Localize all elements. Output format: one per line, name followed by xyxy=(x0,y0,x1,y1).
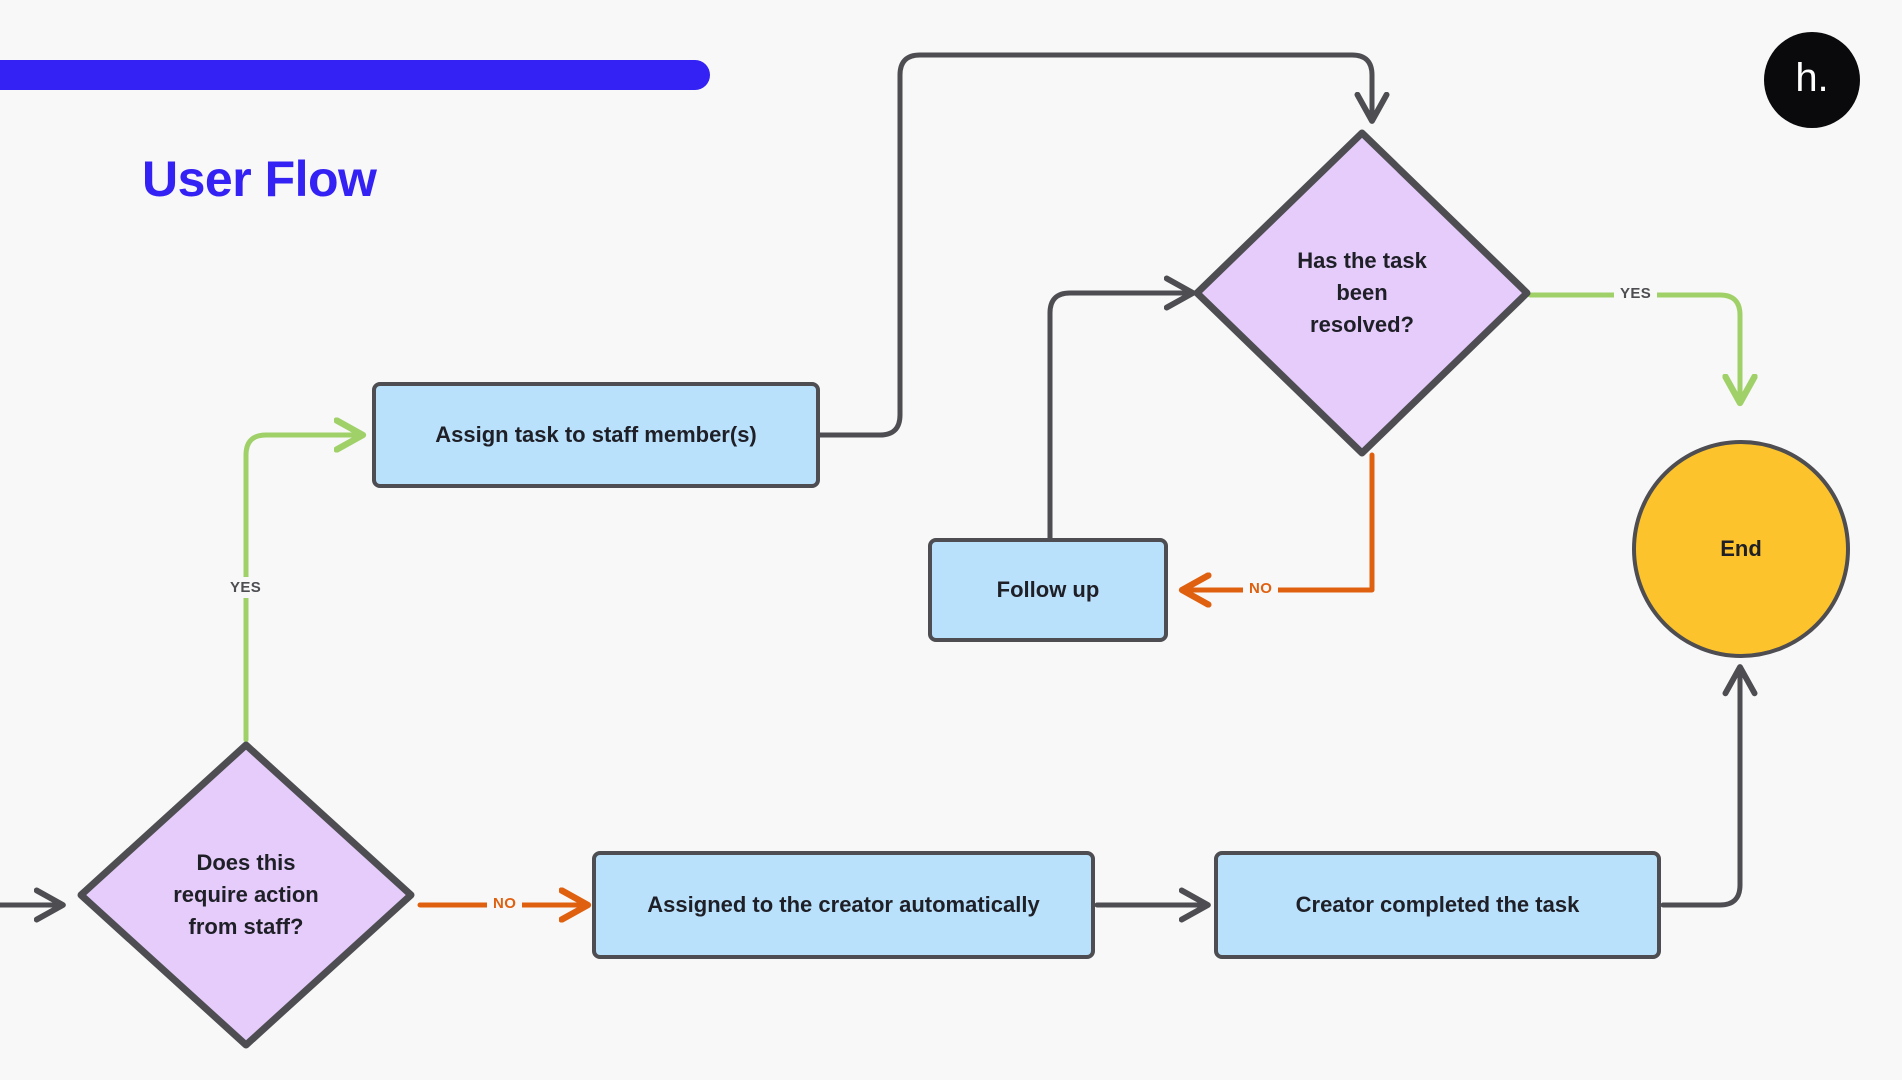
accent-bar xyxy=(0,60,710,90)
decision-node-requires-staff-action[interactable]: Does this require action from staff? xyxy=(76,740,416,1050)
edge-label-yes-staff: YES xyxy=(224,577,268,598)
edge-label-no-resolved: NO xyxy=(1243,578,1279,599)
process-label-follow-up: Follow up xyxy=(996,577,1100,602)
edge-decision-resolved-no xyxy=(1185,452,1375,590)
decision-line-3: resolved? xyxy=(1310,311,1414,337)
decision-line-2: require action xyxy=(173,882,319,908)
decision-line-1: Has the task xyxy=(1297,248,1427,274)
edge-decision-resolved-yes xyxy=(1527,292,1740,400)
process-node-assign-task[interactable]: Assign task to staff member(s) xyxy=(372,382,820,488)
process-label-assigned-to-creator: Assigned to the creator automatically xyxy=(647,892,1040,917)
edge-follow-up-to-decision-resolved xyxy=(1047,275,1196,543)
diamond-shape xyxy=(77,741,415,1049)
terminal-node-end[interactable]: End xyxy=(1632,440,1850,658)
edge-label-no-staff: NO xyxy=(487,893,523,914)
edge-assign-to-decision-resolved xyxy=(817,52,1390,438)
edge-creator-completed-to-end xyxy=(1660,664,1758,908)
decision-line-2: been xyxy=(1336,280,1388,306)
logo-text: h. xyxy=(1795,56,1829,100)
decision-line-1: Does this xyxy=(196,850,296,876)
edge-label-yes-resolved: YES xyxy=(1614,283,1658,304)
brand-logo: h. xyxy=(1764,32,1860,128)
process-node-creator-completed[interactable]: Creator completed the task xyxy=(1214,851,1661,959)
page-title: User Flow xyxy=(142,151,377,207)
process-label-creator-completed: Creator completed the task xyxy=(1295,892,1580,917)
terminal-label-end: End xyxy=(1720,536,1762,561)
decision-label-task-resolved: Has the task been resolved? xyxy=(1287,245,1437,341)
process-node-assigned-to-creator[interactable]: Assigned to the creator automatically xyxy=(592,851,1095,959)
decision-node-task-resolved[interactable]: Has the task been resolved? xyxy=(1192,128,1532,458)
decision-label-requires-staff-action: Does this require action from staff? xyxy=(163,847,328,943)
process-node-follow-up[interactable]: Follow up xyxy=(928,538,1168,642)
process-label-assign-task: Assign task to staff member(s) xyxy=(435,422,757,447)
diamond-shape xyxy=(1193,129,1531,457)
edge-decision-staff-yes xyxy=(243,435,360,743)
decision-line-3: from staff? xyxy=(188,913,304,939)
